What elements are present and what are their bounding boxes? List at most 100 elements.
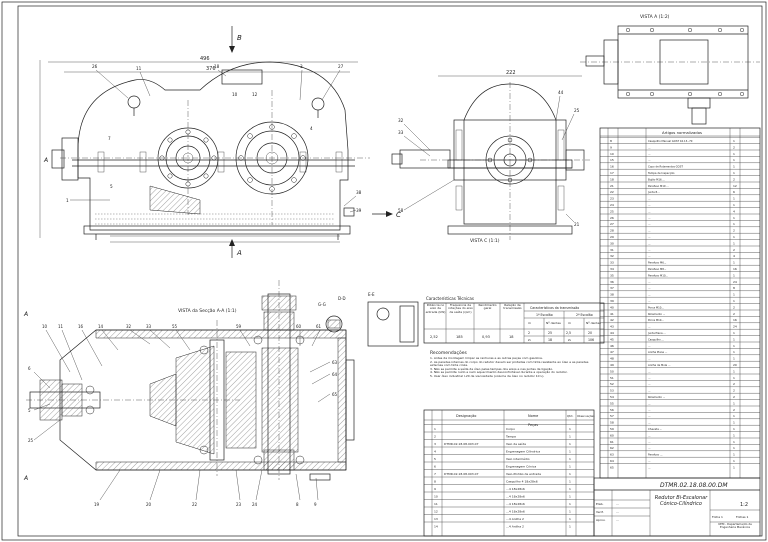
standard-row-n: 40 <box>610 305 614 309</box>
standard-row-n: 41 <box>610 312 614 316</box>
standard-row-name: Anilha Plana ... <box>648 350 667 354</box>
parts-row-q: 1 <box>569 495 571 499</box>
char-header-speed: Frequência de rotações do eixo de saída … <box>448 304 473 314</box>
standard-row-name: Parafuso ... <box>648 453 663 457</box>
standard-row-name: Parafuso M6... <box>648 261 667 265</box>
standard-row-q: 2 <box>733 248 735 252</box>
standard-row-q: 2 <box>733 145 735 149</box>
standard-row-n: 56 <box>610 408 614 412</box>
parts-header-name: Nome <box>528 414 538 418</box>
standard-row-name: Casquilho Manual GOST 16.13.-70 <box>648 139 693 143</box>
standard-row-q: 1 <box>733 299 735 303</box>
standard-row-q: 1 <box>733 440 735 444</box>
arrow-a-left-label: A <box>43 157 48 164</box>
standard-row-q: 8 <box>733 286 735 290</box>
name-verif: ... <box>616 510 619 514</box>
balloon-side-5: 21 <box>574 222 580 227</box>
standard-row-name: ... <box>648 345 651 348</box>
standard-row-name: ... <box>648 383 651 386</box>
balloon-sec-13: 19 <box>94 502 100 507</box>
standard-row-n: 23 <box>610 197 614 201</box>
standard-row-q: 1 <box>733 203 735 207</box>
parts-row-name: Engrenagem Cilíndrica <box>506 450 540 454</box>
balloon-side-3: 44 <box>558 90 564 95</box>
standard-row-q: 1 <box>733 357 735 361</box>
standard-row-q: 1 <box>733 459 735 463</box>
standard-row-name: ... <box>648 242 651 245</box>
drawing-scale: 1:2 <box>740 502 748 508</box>
arrow-a-bottom-label: A <box>236 249 242 257</box>
standard-row-name: ... <box>648 198 651 201</box>
standard-row-n: 52 <box>610 382 614 386</box>
standard-row-q: 2 <box>733 389 735 393</box>
drawing-frame <box>17 5 763 537</box>
parts-section-pecas: Peças <box>528 423 538 427</box>
dim-side-width: 222 <box>506 70 516 76</box>
balloon-side-0: 32 <box>398 118 404 123</box>
char-val-m1: 2 <box>528 331 530 335</box>
section-mark-a2: A <box>23 475 28 482</box>
standard-row-name: ... <box>648 415 651 418</box>
balloon-side-1: 33 <box>398 130 404 135</box>
standard-row-name: Bujão M16 ... <box>648 177 665 181</box>
standard-row-name: ... <box>648 370 651 373</box>
parts-row-n: 7 <box>434 472 436 476</box>
top-view: VISTA A (1:2) <box>580 14 760 125</box>
standard-row-n: 25 <box>610 209 614 213</box>
standard-row-name: ... <box>648 441 651 444</box>
standard-row-name: ... <box>648 217 651 220</box>
standard-row-q: 1 <box>733 350 735 354</box>
standard-row-name: Porca M10... <box>648 318 664 322</box>
parts-row-name: Veio de saída <box>506 442 526 446</box>
standard-items-table: Artigos normalizados 8 Casquilho Manual G… <box>599 127 761 479</box>
standard-row-n: 18 <box>610 177 614 181</box>
standard-row-n: 38 <box>610 293 614 297</box>
recommendation-3: 3. Não se permite a saída de óleo pelas … <box>430 366 554 371</box>
standard-row-n: 53 <box>610 389 614 393</box>
standard-row-n: 27 <box>610 222 614 226</box>
standard-row-n: 42 <box>610 318 614 322</box>
standard-row-name: ... <box>648 434 651 437</box>
standard-row-name: Casquilho ... <box>648 337 664 341</box>
standard-row-q: 2 <box>733 382 735 386</box>
standard-row-n: 36 <box>610 280 614 284</box>
char-val-speed: 185 <box>456 335 463 339</box>
balloon-sec-21: 5 <box>28 408 31 413</box>
balloon-sec-10: 63 <box>332 360 338 365</box>
parts-row-q: 1 <box>569 480 571 484</box>
recommendations: Recomendações 1. Antes da montagem limpa… <box>430 350 588 378</box>
standard-row-name: ... <box>648 422 651 425</box>
standard-row-q: 1 <box>733 427 735 431</box>
parts-row-n: 1 <box>434 427 436 431</box>
section-mark-a1: A <box>23 311 28 318</box>
balloon-sec-16: 23 <box>236 502 242 507</box>
dim-front-top: 496 <box>200 56 210 62</box>
standard-row-n: 22 <box>610 190 614 194</box>
char-val2-2: z₃ <box>568 338 572 342</box>
parts-header-obs: Obser-vações <box>577 414 595 418</box>
standard-row-q: 1 <box>733 241 735 245</box>
balloon-front-8: 7 <box>108 136 111 141</box>
parts-row-name: Engrenagem Cónica <box>506 465 536 469</box>
standard-row-n: 21 <box>610 184 614 188</box>
char-header-power: Potência no eixo de entrada (kW) <box>425 304 446 314</box>
balloon-front-9: 5 <box>110 184 113 189</box>
standard-row-q: 1 <box>733 421 735 425</box>
balloon-sec-12: 65 <box>332 392 338 397</box>
parts-row-name: ...4 Anilha 2 <box>506 525 524 529</box>
standard-row-q: 1 <box>733 337 735 341</box>
standard-row-q: 4 <box>733 209 735 213</box>
standard-row-q: 1 <box>733 446 735 450</box>
standard-row-name: ... <box>648 447 651 450</box>
standard-row-q: 1 <box>733 273 735 277</box>
balloon-side-2: 58 <box>398 208 404 213</box>
standard-row-n: 62 <box>610 446 614 450</box>
standard-row-q: 1 <box>733 216 735 220</box>
standard-row-n: 60 <box>610 433 614 437</box>
standard-row-n: 50 <box>610 369 614 373</box>
standard-header: Artigos normalizados <box>662 130 702 135</box>
standard-row-name: Junta Plana ... <box>647 331 666 335</box>
standard-row-name: Porca M10... <box>648 305 664 309</box>
